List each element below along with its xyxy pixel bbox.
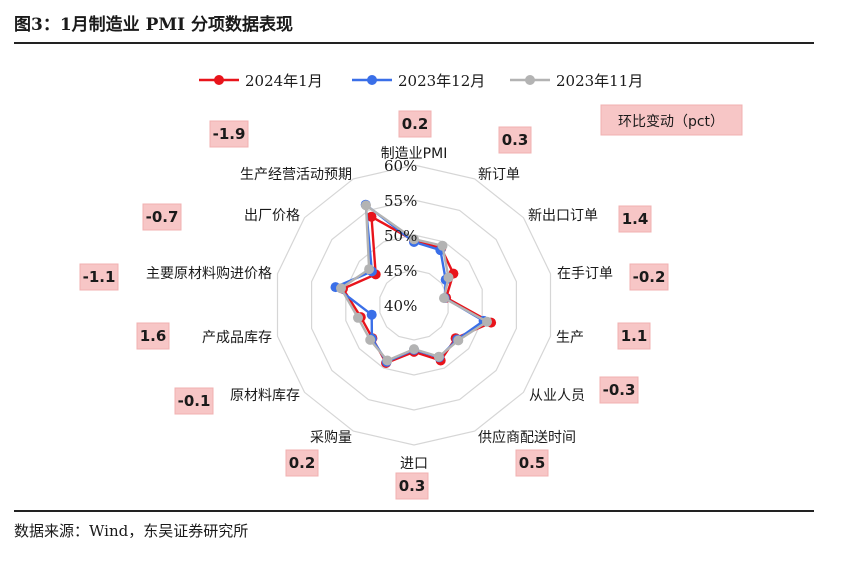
change-value: 1.4	[622, 210, 649, 228]
series-3-point	[439, 293, 449, 304]
change-value: -1.1	[83, 268, 116, 286]
source-note: 数据来源：Wind，东吴证券研究所	[14, 522, 249, 540]
change-value: -0.3	[603, 381, 636, 399]
annotation-title: 环比变动（pct）	[618, 114, 724, 130]
legend-marker	[525, 75, 535, 85]
bottom-divider	[14, 510, 814, 512]
radial-tick-label: 50%	[384, 227, 417, 245]
series-2-point	[366, 309, 377, 320]
change-badge	[209, 120, 249, 148]
grid-ring	[379, 269, 449, 341]
change-value: 1.6	[140, 327, 167, 345]
category-label: 从业人员	[529, 388, 585, 404]
series-3-point	[364, 264, 375, 275]
legend-label: 2024年1月	[245, 72, 323, 90]
category-label: 出厂价格	[244, 208, 300, 224]
series-3-point	[353, 312, 363, 323]
grid-ring	[345, 234, 483, 376]
page-title: 图3：1月制造业 PMI 分项数据表现	[14, 15, 294, 35]
change-value: -0.2	[633, 268, 666, 286]
change-badge	[599, 376, 639, 404]
change-value: 0.2	[402, 115, 429, 133]
legend-label: 2023年11月	[556, 72, 643, 90]
change-value: 0.5	[519, 454, 546, 472]
category-label: 在手订单	[557, 266, 613, 282]
category-label: 生产经营活动预期	[240, 167, 352, 183]
change-badge	[515, 449, 549, 477]
change-badge	[398, 110, 432, 138]
change-value: 0.2	[289, 454, 316, 472]
change-badge	[629, 263, 669, 291]
category-label: 生产	[556, 330, 584, 346]
series-3-point	[361, 200, 371, 211]
series-3-point	[437, 240, 448, 251]
grid-ring	[311, 199, 517, 411]
series-3-point	[409, 344, 419, 355]
series-3-point	[443, 272, 454, 283]
series-1-point	[366, 211, 377, 222]
change-value: 0.3	[399, 477, 426, 495]
series-3-point	[482, 316, 492, 327]
radial-tick-label: 55%	[384, 192, 417, 210]
change-badge	[498, 126, 532, 154]
legend-marker	[214, 75, 224, 85]
change-badge	[174, 387, 214, 415]
legend-label: 2023年12月	[398, 72, 485, 90]
series-3-point	[336, 283, 346, 294]
change-badge	[136, 322, 170, 350]
change-badge	[79, 263, 119, 291]
series-3-point	[453, 335, 464, 346]
radial-tick-label: 60%	[384, 157, 417, 175]
change-value: -1.9	[213, 125, 246, 143]
change-badge	[618, 205, 652, 233]
category-label: 新订单	[478, 167, 520, 183]
change-badge	[285, 449, 319, 477]
radial-tick-label: 45%	[384, 262, 417, 280]
legend-marker	[367, 75, 377, 85]
series-3-point	[365, 334, 376, 345]
category-label: 原材料库存	[230, 388, 300, 404]
change-badge	[395, 472, 429, 500]
grid-ring	[276, 164, 552, 446]
category-label: 制造业PMI	[381, 146, 448, 162]
series-3-point	[433, 351, 444, 362]
category-label: 产成品库存	[202, 330, 272, 346]
change-value: 1.1	[621, 327, 648, 345]
category-label: 新出口订单	[528, 208, 598, 224]
category-label: 供应商配送时间	[478, 429, 576, 446]
category-label: 进口	[400, 456, 428, 472]
series-3-point	[382, 355, 393, 366]
category-label: 主要原材料购进价格	[146, 266, 272, 282]
category-label: 采购量	[310, 430, 352, 446]
change-badge	[142, 203, 182, 231]
change-value: 0.3	[502, 131, 529, 149]
change-value: -0.1	[178, 392, 211, 410]
change-badge	[617, 322, 651, 350]
annotation-box	[600, 104, 743, 136]
radial-tick-label: 40%	[384, 297, 417, 315]
series-3-point	[409, 234, 419, 245]
change-value: -0.7	[146, 208, 179, 226]
top-divider	[14, 42, 814, 44]
